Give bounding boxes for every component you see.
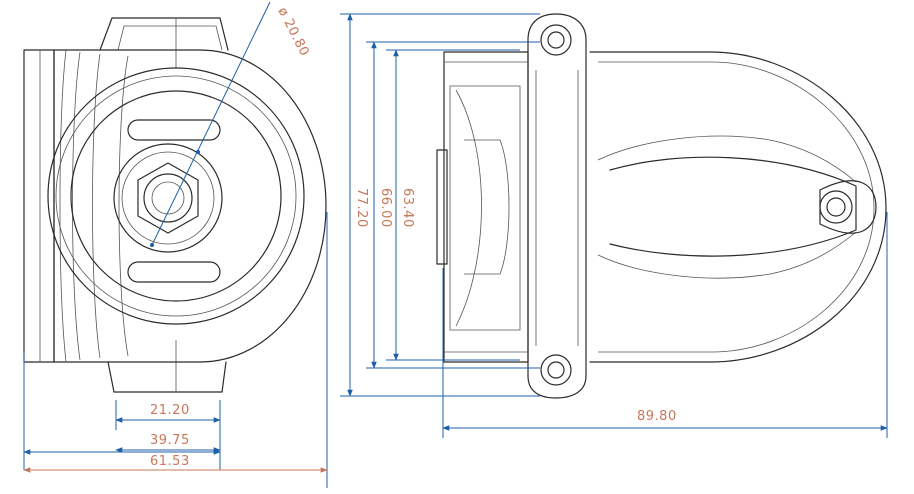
bottom-mount-hole xyxy=(547,361,565,379)
bottom-mount-hole-outer xyxy=(540,354,572,386)
side-view xyxy=(436,13,887,399)
side-pivot-hole xyxy=(826,197,846,217)
side-vertical-dimensions: 77.20 66.00 63.40 xyxy=(340,13,540,397)
front-inner-ring xyxy=(70,90,282,302)
front-bore xyxy=(143,173,193,223)
side-left-housing xyxy=(443,51,529,363)
dim-61-53-label: 61.53 xyxy=(150,454,190,469)
side-pivot-outer xyxy=(819,190,853,224)
top-mount-hole xyxy=(547,31,565,49)
dim-21-20-label: 21.20 xyxy=(150,403,190,418)
dim-63-40-label: 63.40 xyxy=(400,188,415,228)
side-center-band xyxy=(609,156,857,257)
side-left-tab xyxy=(436,149,448,265)
side-dome-outline xyxy=(589,51,887,363)
front-hex-nut xyxy=(137,162,199,234)
side-pivot-boss xyxy=(819,180,877,234)
dim-77-20-label: 77.20 xyxy=(354,188,369,228)
dim-89-80-label: 89.80 xyxy=(637,409,677,424)
front-top-neck xyxy=(99,17,229,51)
front-outer-ring xyxy=(47,67,305,325)
dim-39-75-label: 39.75 xyxy=(150,433,190,448)
front-hub xyxy=(113,143,223,253)
side-horizontal-dimension: 89.80 xyxy=(442,212,888,438)
front-bottom-slot xyxy=(127,261,221,283)
front-bottom-neck xyxy=(107,361,227,393)
front-body-outline xyxy=(53,49,327,363)
front-view: ø 20.80 xyxy=(23,1,327,393)
top-mount-hole-outer xyxy=(540,24,572,56)
front-back-flange xyxy=(23,49,55,363)
diameter-label: ø 20.80 xyxy=(274,5,311,59)
front-top-slot xyxy=(127,119,221,141)
diameter-leader-line xyxy=(151,1,271,246)
side-mounting-bracket xyxy=(527,13,587,399)
front-horizontal-dimensions: 21.20 39.75 61.53 xyxy=(23,212,328,488)
dim-66-00-label: 66.00 xyxy=(378,188,393,228)
